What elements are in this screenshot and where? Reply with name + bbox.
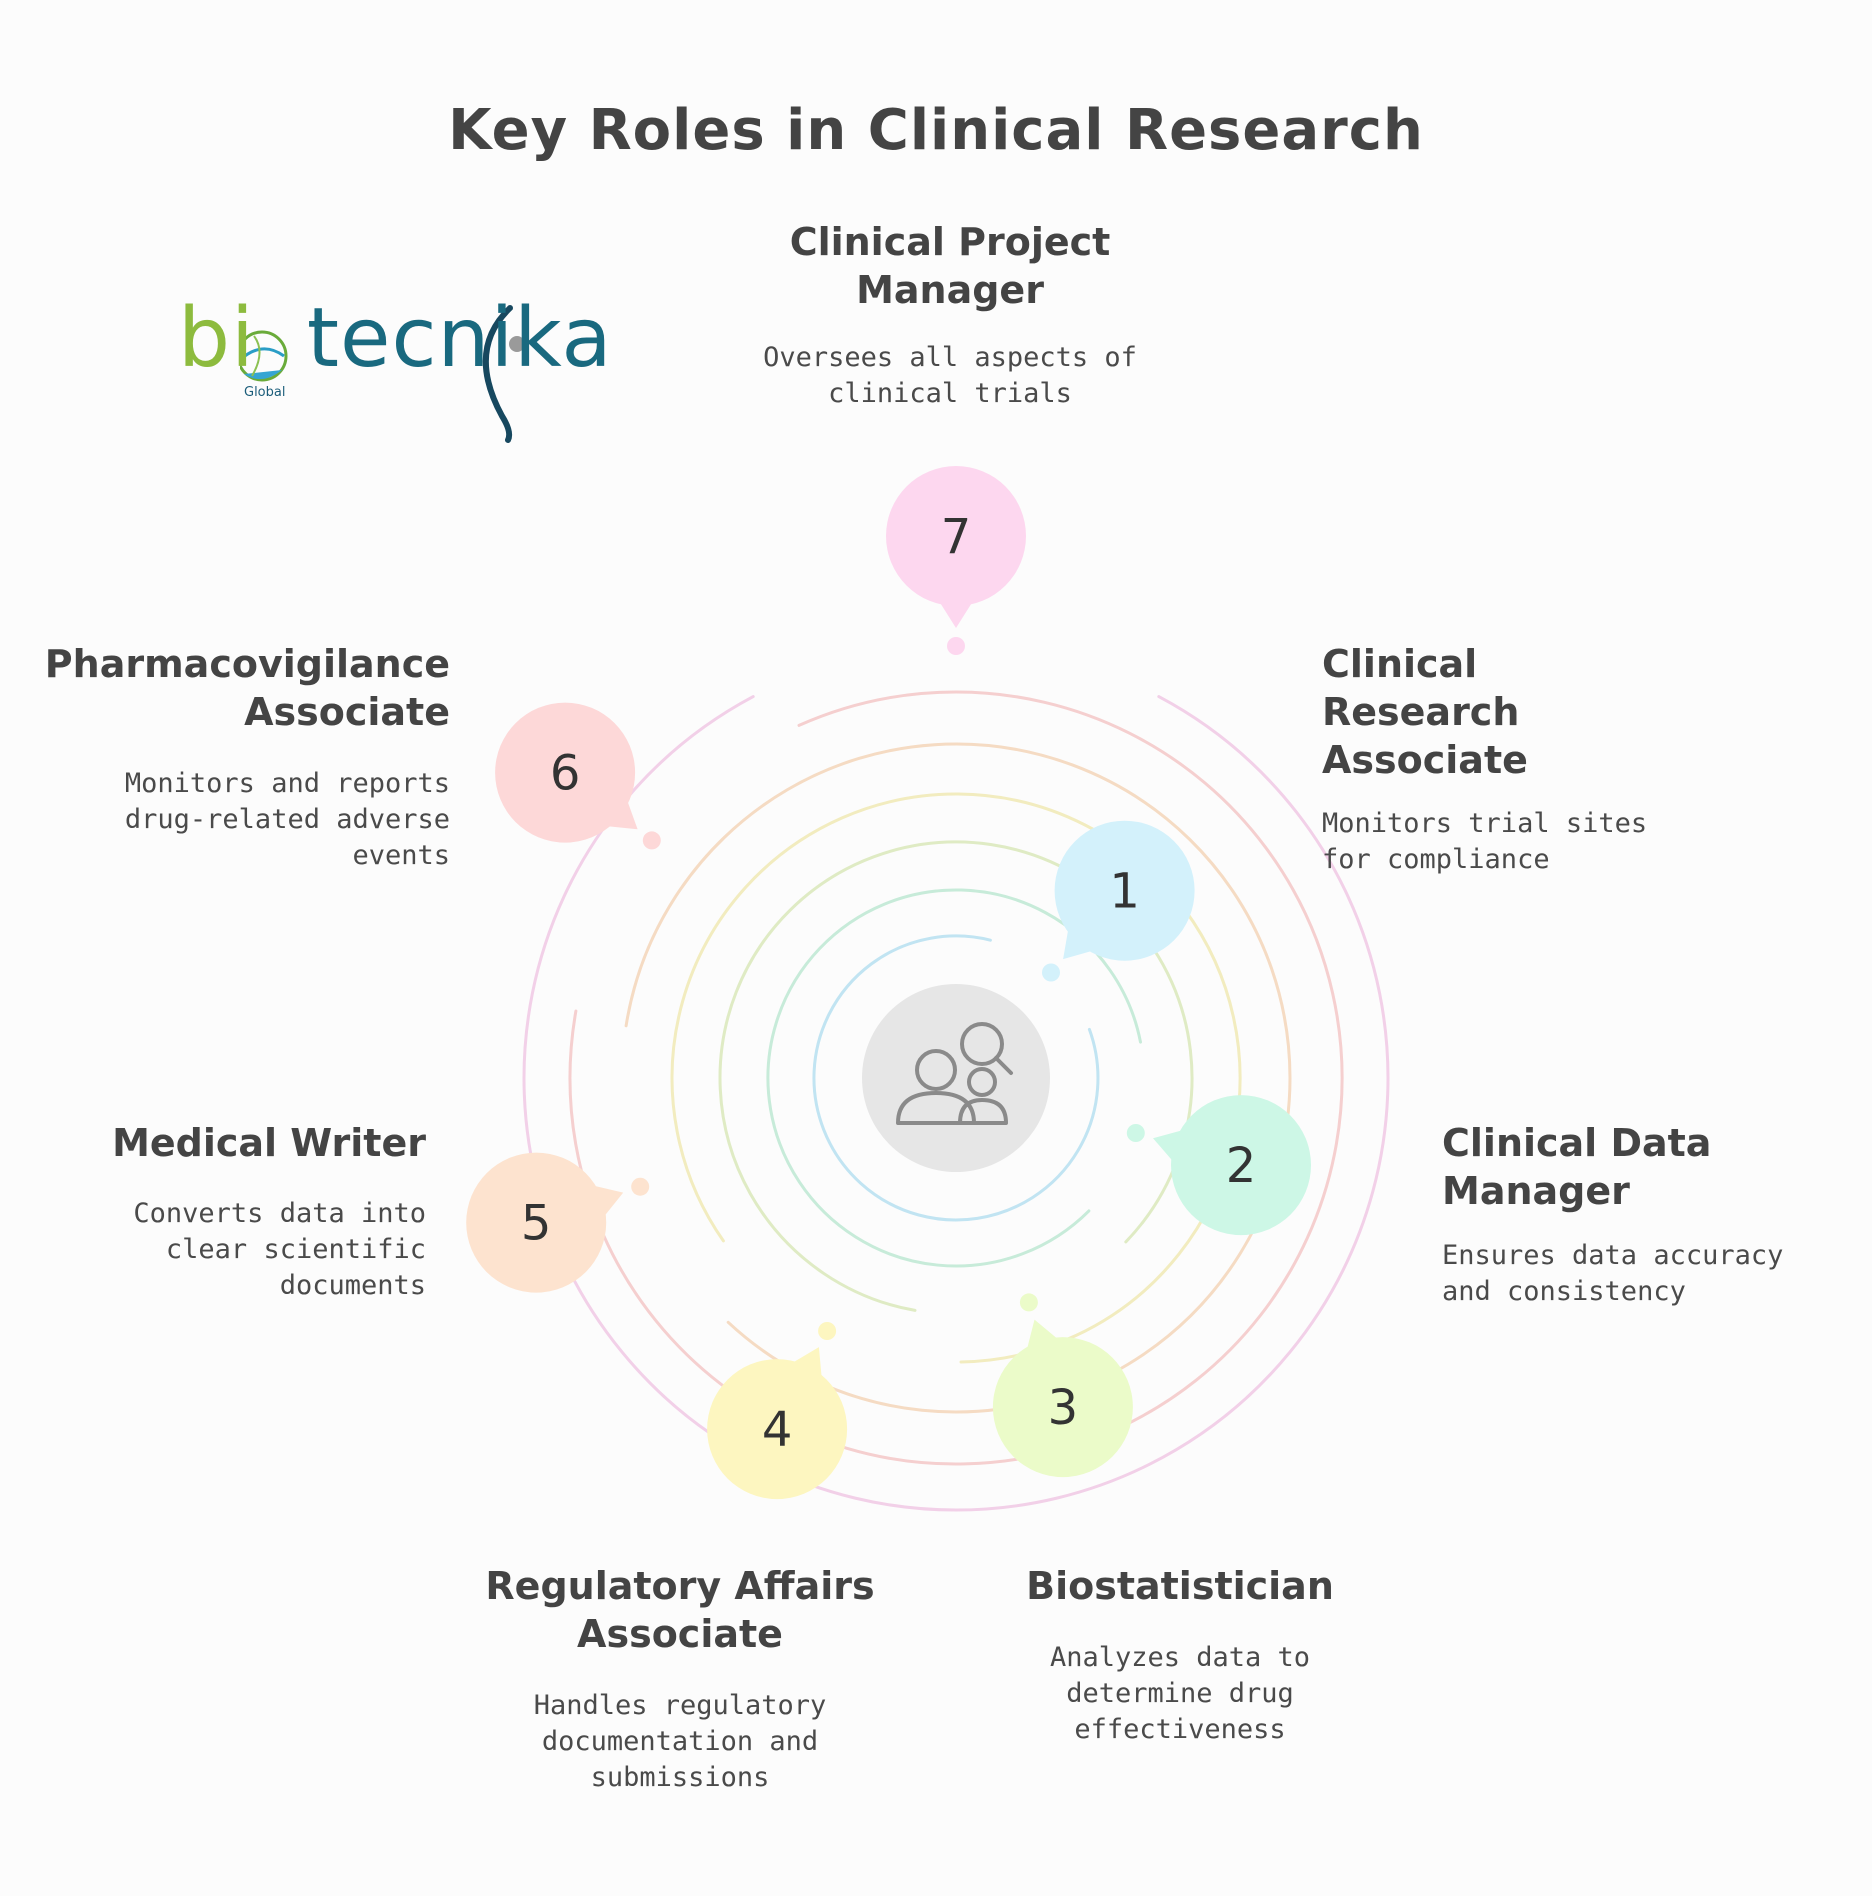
role-desc-line: Monitors trial sites (1322, 808, 1648, 839)
role-number: 3 (1048, 1380, 1079, 1436)
role-number: 2 (1226, 1138, 1257, 1194)
orbit-ring (718, 840, 1194, 1312)
bubble-circle (992, 1337, 1133, 1478)
ring-dot (818, 1322, 837, 1340)
logo-text-end: tecnika (306, 291, 613, 386)
role-title-line: Biostatistician (1026, 1564, 1334, 1608)
role-3-description: Analyzes data to determine drug effectiv… (970, 1640, 1390, 1748)
logo-subtitle: Global (244, 385, 286, 400)
role-6-description: Monitors and reports drug-related advers… (30, 766, 450, 874)
role-3-title: Biostatistician (970, 1562, 1390, 1610)
role-number: 6 (550, 746, 581, 802)
orbit-ring (522, 695, 1390, 1512)
role-title-line: Regulatory Affairs (485, 1564, 875, 1608)
role-1-bubble: 1 (1054, 820, 1195, 961)
role-number: 4 (762, 1402, 793, 1458)
people-search-icon (862, 984, 1050, 1172)
magnifier-handle (994, 1056, 1013, 1075)
role-5-title: Medical Writer (60, 1119, 426, 1167)
role-7-title: Clinical Project Manager (710, 218, 1190, 314)
role-7-bubble: 7 (886, 466, 1026, 628)
role-desc-line: Oversees all aspects of (763, 342, 1137, 373)
orbit-ring (670, 792, 1242, 1364)
ring-dot (642, 831, 661, 850)
orbit-ring (766, 888, 1142, 1268)
page-title: Key Roles in Clinical Research (448, 98, 1424, 163)
logo-text-start: bi (178, 291, 255, 386)
role-desc-line: Analyzes data to (1049, 1642, 1311, 1673)
role-title-line: Associate (244, 690, 450, 734)
role-number: 7 (941, 509, 972, 565)
role-title-line: Pharmacovigilance (44, 642, 450, 686)
role-desc-line: Ensures data accuracy (1442, 1240, 1784, 1271)
bubble-circle (466, 1152, 607, 1293)
role-desc-line: documents (279, 1270, 426, 1301)
role-desc-line: events (352, 840, 450, 871)
role-desc-line: documentation and (541, 1726, 819, 1757)
ring-dot (1126, 1124, 1145, 1142)
center-circle (862, 984, 1050, 1172)
person-body-2 (958, 1098, 1008, 1125)
role-1-title: Clinical Research Associate (1322, 640, 1742, 784)
magnifier-lens (960, 1022, 1004, 1066)
role-desc-line: Handles regulatory (533, 1690, 827, 1721)
role-2-title: Clinical Data Manager (1442, 1119, 1842, 1215)
role-7-description: Oversees all aspects of clinical trials (710, 340, 1190, 412)
role-2-bubble: 2 (1153, 1095, 1311, 1236)
role-desc-line: effectiveness (1074, 1714, 1286, 1745)
role-title-line: Manager (856, 268, 1044, 312)
orbit-ring (568, 690, 1344, 1466)
ring-dot (947, 637, 965, 655)
role-5-description: Converts data into clear scientific docu… (40, 1196, 426, 1304)
logo-globe-icon (240, 305, 525, 443)
role-desc-line: and consistency (1442, 1276, 1686, 1307)
role-desc-line: drug-related adverse (124, 804, 450, 835)
role-title-line: Research (1322, 690, 1520, 734)
role-desc-line: clear scientific (165, 1234, 426, 1265)
role-title-line: Clinical Project (789, 220, 1111, 264)
role-desc-line: submissions (590, 1762, 770, 1793)
ring-dot (1019, 1293, 1038, 1312)
role-2-description: Ensures data accuracy and consistency (1442, 1238, 1852, 1310)
orbit-ring (812, 934, 1100, 1222)
ring-dot (631, 1177, 650, 1196)
person-head (915, 1049, 957, 1091)
bubble-circle (495, 702, 636, 843)
bubble-circle (707, 1359, 848, 1500)
role-title-line: Associate (577, 1612, 783, 1656)
role-1-description: Monitors trial sites for compliance (1322, 806, 1762, 878)
role-4-description: Handles regulatory documentation and sub… (470, 1688, 890, 1796)
orbit-ring (624, 742, 1292, 1414)
role-title-line: Manager (1442, 1169, 1630, 1213)
role-number: 1 (1109, 864, 1140, 920)
role-desc-line: clinical trials (828, 378, 1072, 409)
role-desc-line: determine drug (1066, 1678, 1294, 1709)
role-number: 5 (521, 1196, 552, 1252)
person-body (896, 1091, 976, 1125)
role-4-title: Regulatory Affairs Associate (440, 1562, 920, 1658)
role-6-bubble: 6 (495, 702, 638, 843)
role-desc-line: for compliance (1322, 844, 1550, 875)
role-3-bubble: 3 (992, 1319, 1133, 1478)
role-desc-line: Monitors and reports (124, 768, 450, 799)
role-4-bubble: 4 (707, 1347, 848, 1500)
role-5-bubble: 5 (466, 1152, 624, 1293)
ring-dot (1042, 963, 1060, 982)
role-desc-line: Converts data into (133, 1198, 426, 1229)
role-title-line: Clinical Data (1442, 1121, 1712, 1165)
role-6-title: Pharmacovigilance Associate (30, 640, 450, 736)
role-title-line: Clinical (1322, 642, 1478, 686)
person-head-2 (967, 1067, 997, 1097)
role-title-line: Associate (1322, 738, 1528, 782)
bubble-circle (1054, 820, 1195, 961)
bubble-circle (886, 466, 1026, 606)
bubble-circle (1171, 1095, 1311, 1236)
role-title-line: Medical Writer (112, 1121, 426, 1165)
